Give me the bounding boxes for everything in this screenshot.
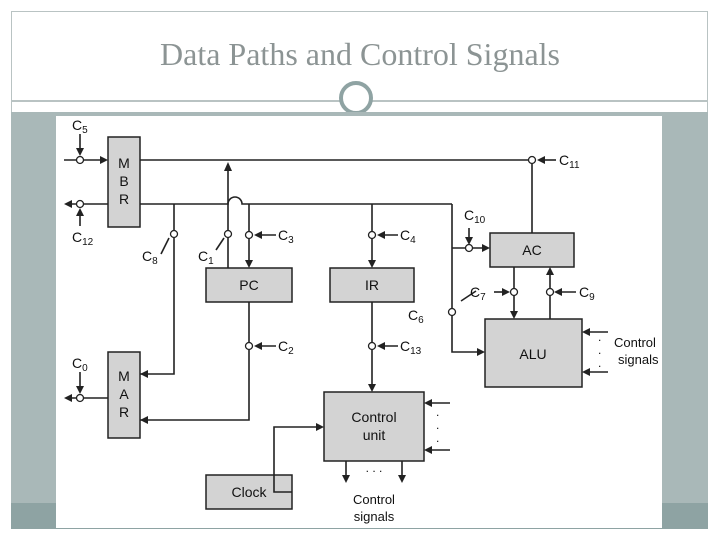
mbr-block: M B R xyxy=(107,136,141,228)
data-path-diagram: M B R M A R PC IR AC ALU Control unit Cl… xyxy=(56,116,662,528)
node-c11 xyxy=(527,155,537,165)
alu-control-label-1: Control xyxy=(614,335,656,350)
node-c3 xyxy=(244,230,254,240)
label-c10: C10 xyxy=(464,207,486,226)
control-unit-output-label: . . . Control signals xyxy=(353,461,395,524)
mar-block: M A R xyxy=(107,351,141,439)
mar-letter-1: M xyxy=(118,368,130,384)
ac-label: AC xyxy=(522,242,541,258)
mar-letter-2: A xyxy=(119,386,129,402)
label-c6: C6 xyxy=(408,307,424,326)
label-c3: C3 xyxy=(278,227,294,246)
mbr-letter-2: B xyxy=(119,173,128,189)
ir-block: IR xyxy=(329,267,415,303)
node-c7 xyxy=(509,287,519,297)
label-c5: C5 xyxy=(72,117,88,136)
pc-label: PC xyxy=(239,277,258,293)
ac-block: AC xyxy=(489,232,575,268)
ir-label: IR xyxy=(365,277,379,293)
node-c8 xyxy=(169,229,179,239)
node-c5 xyxy=(75,155,85,165)
label-c2: C2 xyxy=(278,338,294,357)
cu-dot-2: . xyxy=(436,418,439,432)
alu-dot-2: . xyxy=(598,343,601,357)
label-c7: C7 xyxy=(470,284,486,303)
control-labels: C5 C12 C0 C8 C1 C3 C4 C10 C6 C7 C9 C2 C1… xyxy=(72,117,595,374)
label-c13: C13 xyxy=(400,338,422,357)
cu-dot-1: . xyxy=(436,405,439,419)
node-c13 xyxy=(367,341,377,351)
node-c1 xyxy=(223,229,233,239)
alu-dot-1: . xyxy=(598,330,601,344)
node-c0 xyxy=(75,393,85,403)
ring-ornament-icon xyxy=(339,81,373,115)
alu-label: ALU xyxy=(519,346,546,362)
cu-out-label-2: signals xyxy=(354,509,395,524)
alu-block: ALU xyxy=(484,318,583,388)
wires xyxy=(64,134,608,493)
control-unit-block: Control unit xyxy=(323,391,425,462)
mbr-letter-3: R xyxy=(119,191,129,207)
node-c6 xyxy=(447,307,457,317)
control-nodes xyxy=(75,155,555,403)
cu-dot-3: . xyxy=(436,431,439,445)
label-c12: C12 xyxy=(72,229,94,248)
control-unit-input-dots: . . . xyxy=(436,405,439,445)
node-c9 xyxy=(545,287,555,297)
control-unit-label-1: Control xyxy=(351,409,396,425)
label-c8: C8 xyxy=(142,248,158,267)
label-c4: C4 xyxy=(400,227,416,246)
label-c1: C1 xyxy=(198,248,214,267)
cu-out-label-1: Control xyxy=(353,492,395,507)
clock-label: Clock xyxy=(231,484,267,500)
alu-dot-3: . xyxy=(598,356,601,370)
label-c9: C9 xyxy=(579,284,595,303)
mar-letter-3: R xyxy=(119,404,129,420)
diagram-canvas: M B R M A R PC IR AC ALU Control unit Cl… xyxy=(64,117,659,524)
mbr-letter-1: M xyxy=(118,155,130,171)
node-c10 xyxy=(464,243,474,253)
arrowheads xyxy=(64,148,590,483)
node-c2 xyxy=(244,341,254,351)
node-c12 xyxy=(75,199,85,209)
slide-title: Data Paths and Control Signals xyxy=(160,36,560,72)
label-c11: C11 xyxy=(559,152,580,171)
alu-control-label-2: signals xyxy=(618,352,659,367)
node-c4 xyxy=(367,230,377,240)
alu-control-signals-label: Control signals . . . xyxy=(598,330,659,370)
cu-out-ellipsis: . . . xyxy=(366,461,383,475)
pc-block: PC xyxy=(205,267,293,303)
label-c0: C0 xyxy=(72,355,88,374)
control-unit-label-2: unit xyxy=(363,427,386,443)
